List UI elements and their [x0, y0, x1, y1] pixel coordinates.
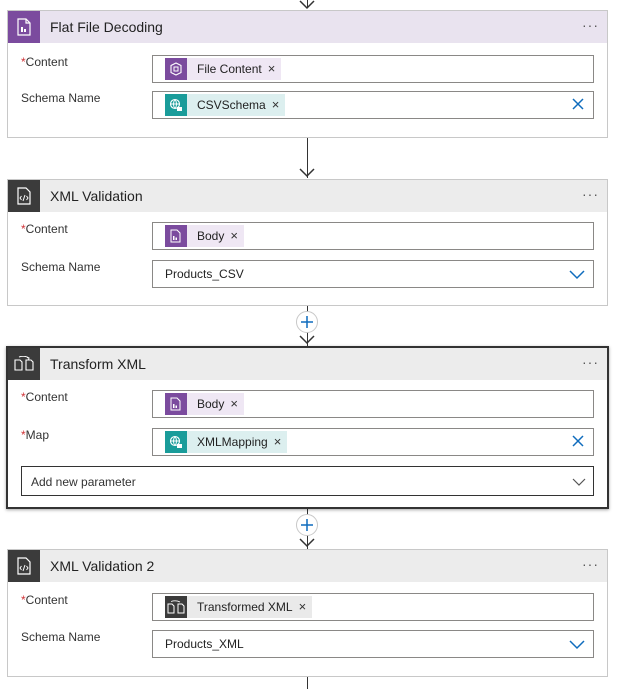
dynamic-content-token[interactable]: CSVSchema × — [165, 94, 286, 116]
token-label: Body — [187, 393, 231, 415]
field-label-content: *Content — [21, 55, 68, 69]
flat-file-icon — [8, 11, 40, 43]
remove-token-icon[interactable]: × — [230, 225, 244, 247]
flat-file-decoding-icon — [165, 58, 187, 80]
insert-step-button[interactable] — [296, 514, 318, 536]
schema-name-dropdown[interactable]: Products_CSV — [152, 260, 594, 288]
action-card-transform-xml[interactable]: Transform XML ··· *Content Body × *Map X… — [6, 346, 609, 509]
field-label-schema-name: Schema Name — [21, 260, 101, 274]
schema-name-field[interactable]: CSVSchema × — [152, 91, 594, 119]
content-field[interactable]: Body × — [152, 390, 594, 418]
transform-xml-icon — [165, 596, 187, 618]
dynamic-content-token[interactable]: Transformed XML × — [165, 596, 313, 618]
add-new-parameter-dropdown[interactable]: Add new parameter — [21, 466, 594, 496]
card-header[interactable]: Flat File Decoding ··· — [8, 11, 607, 43]
token-label: Transformed XML — [187, 596, 299, 618]
more-options-button[interactable]: ··· — [582, 17, 599, 33]
remove-token-icon[interactable]: × — [273, 431, 288, 453]
selected-value: Products_XML — [165, 637, 244, 651]
map-field[interactable]: XMLMapping × — [152, 428, 594, 456]
dynamic-content-token[interactable]: Body × — [165, 393, 244, 415]
remove-token-icon[interactable]: × — [271, 94, 286, 116]
remove-token-icon[interactable]: × — [267, 58, 282, 80]
more-options-button[interactable]: ··· — [582, 556, 599, 572]
action-card-xml-validation-2[interactable]: XML Validation 2 ··· *Content Transforme… — [7, 549, 608, 677]
plus-icon — [301, 316, 313, 328]
schema-name-dropdown[interactable]: Products_XML — [152, 630, 594, 658]
chevron-down-icon[interactable] — [569, 269, 585, 283]
card-header[interactable]: Transform XML ··· — [8, 348, 607, 380]
card-header[interactable]: XML Validation ··· — [8, 180, 607, 212]
flat-file-icon — [165, 225, 187, 247]
dynamic-content-token[interactable]: Body × — [165, 225, 244, 247]
card-title: Flat File Decoding — [50, 19, 163, 35]
xml-validation-icon — [8, 180, 40, 212]
content-field[interactable]: Transformed XML × — [152, 593, 594, 621]
action-card-xml-validation[interactable]: XML Validation ··· *Content Body × Schem… — [7, 179, 608, 306]
chevron-down-icon[interactable] — [572, 476, 586, 490]
action-card-flat-file-decoding[interactable]: Flat File Decoding ··· *Content File Con… — [7, 10, 608, 138]
card-title: XML Validation — [50, 188, 143, 204]
content-field[interactable]: File Content × — [152, 55, 594, 83]
token-label: Body — [187, 225, 231, 247]
more-options-button[interactable]: ··· — [582, 186, 599, 202]
more-options-button[interactable]: ··· — [582, 354, 599, 370]
field-label-content: *Content — [21, 222, 68, 236]
remove-token-icon[interactable]: × — [298, 596, 313, 618]
token-label: CSVSchema — [187, 94, 272, 116]
token-label: XMLMapping — [187, 431, 274, 453]
token-label: File Content — [187, 58, 268, 80]
field-label-content: *Content — [21, 390, 68, 404]
insert-step-button[interactable] — [296, 311, 318, 333]
add-parameter-label: Add new parameter — [31, 475, 136, 489]
chevron-down-icon[interactable] — [569, 639, 585, 653]
connector-top — [307, 0, 308, 8]
clear-icon[interactable] — [571, 97, 585, 114]
plus-icon — [301, 519, 313, 531]
globe-icon — [165, 431, 187, 453]
field-label-schema-name: Schema Name — [21, 630, 101, 644]
transform-xml-icon — [8, 348, 40, 380]
connector-1 — [307, 138, 308, 178]
field-label-schema-name: Schema Name — [21, 91, 101, 105]
card-header[interactable]: XML Validation 2 ··· — [8, 550, 607, 582]
field-label-content: *Content — [21, 593, 68, 607]
clear-icon[interactable] — [571, 434, 585, 451]
xml-validation-icon — [8, 550, 40, 582]
selected-value: Products_CSV — [165, 267, 244, 281]
remove-token-icon[interactable]: × — [230, 393, 244, 415]
connector-bottom — [307, 677, 308, 689]
flat-file-icon — [165, 393, 187, 415]
globe-icon — [165, 94, 187, 116]
field-label-map: *Map — [21, 428, 50, 442]
card-title: Transform XML — [50, 356, 146, 372]
card-title: XML Validation 2 — [50, 558, 155, 574]
dynamic-content-token[interactable]: File Content × — [165, 58, 282, 80]
content-field[interactable]: Body × — [152, 222, 594, 250]
dynamic-content-token[interactable]: XMLMapping × — [165, 431, 288, 453]
